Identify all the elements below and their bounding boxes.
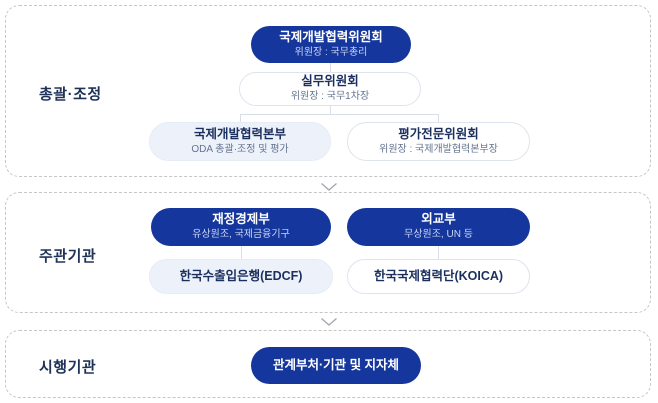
node-headquarters-title: 국제개발협력본부 — [193, 126, 286, 141]
connector-mofa-koica — [438, 246, 439, 259]
connector-committee-working — [330, 63, 331, 72]
node-working-title: 실무위원회 — [301, 74, 359, 89]
connector-working-branch — [330, 106, 331, 114]
node-related-agencies-title: 관계부처·기관 및 지자체 — [272, 357, 400, 372]
panel-coordination: 총괄·조정 국제개발협력위원회 위원장 : 국무총리 실무위원회 위원장 : 국… — [5, 5, 651, 177]
panel-implementing-agencies: 시행기관 관계부처·기관 및 지자체 — [5, 330, 651, 398]
connector-branch-right — [438, 114, 439, 122]
section-label-coordination: 총괄·조정 — [39, 86, 102, 103]
node-evaluation-subtitle: 위원장 : 국제개발협력본부장 — [379, 143, 498, 155]
node-mofe: 재정경제부 유상원조, 국제금융기구 — [151, 208, 331, 246]
panel-lead-agencies: 주관기관 재정경제부 유상원조, 국제금융기구 외교부 무상원조, UN 등 한… — [5, 192, 651, 313]
node-koica: 한국국제협력단(KOICA) — [347, 259, 530, 294]
node-evaluation-committee: 평가전문위원회 위원장 : 국제개발협력본부장 — [347, 122, 530, 161]
connector-branch-horizontal — [240, 114, 438, 115]
node-working-subtitle: 위원장 : 국무1차장 — [290, 91, 370, 103]
connector-branch-left — [240, 114, 241, 122]
chevron-down-icon — [320, 314, 338, 326]
node-mofa-subtitle: 무상원조, UN 등 — [404, 229, 473, 241]
connector-mofe-edcf — [241, 246, 242, 259]
node-mofa-title: 외교부 — [421, 212, 456, 227]
node-edcf: 한국수출입은행(EDCF) — [149, 259, 333, 294]
node-committee-title: 국제개발협력위원회 — [279, 29, 383, 44]
chevron-down-icon — [320, 179, 338, 191]
section-label-lead: 주관기관 — [39, 248, 97, 265]
node-edcf-title: 한국수출입은행(EDCF) — [179, 268, 303, 283]
node-mofe-subtitle: 유상원조, 국제금융기구 — [192, 229, 290, 241]
node-headquarters: 국제개발협력본부 ODA 총괄·조정 및 평가 — [149, 122, 331, 161]
node-related-agencies: 관계부처·기관 및 지자체 — [251, 347, 421, 384]
node-koica-title: 한국국제협력단(KOICA) — [373, 268, 504, 283]
node-mofe-title: 재정경제부 — [212, 212, 270, 227]
node-headquarters-subtitle: ODA 총괄·조정 및 평가 — [191, 143, 289, 155]
node-working-committee: 실무위원회 위원장 : 국무1차장 — [239, 72, 421, 106]
section-label-implementing: 시행기관 — [39, 359, 97, 376]
node-evaluation-title: 평가전문위원회 — [398, 126, 479, 141]
node-mofa: 외교부 무상원조, UN 등 — [347, 208, 530, 246]
node-committee: 국제개발협력위원회 위원장 : 국무총리 — [251, 26, 411, 63]
node-committee-subtitle: 위원장 : 국무총리 — [294, 46, 368, 58]
